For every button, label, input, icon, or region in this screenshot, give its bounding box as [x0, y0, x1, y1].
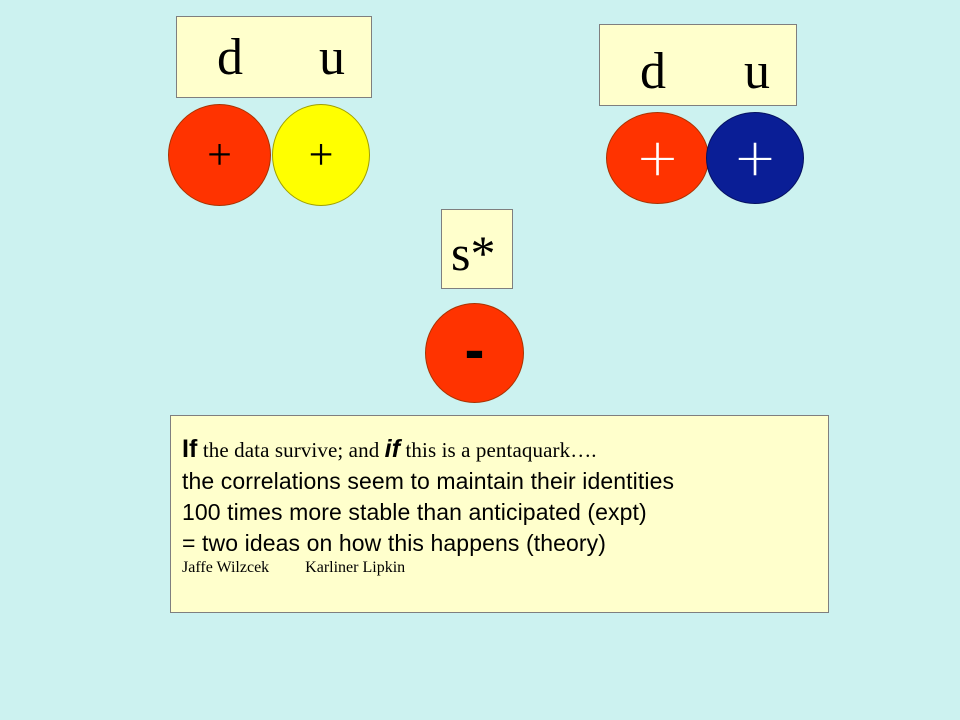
explanation-line-1: If the data survive; and if this is a pe… — [182, 434, 828, 466]
left-quark-label-box: d u — [176, 16, 372, 98]
strange-quark-label: s* — [451, 225, 496, 281]
strange-charge-circle: - — [425, 303, 524, 403]
line-1-middle: the data survive; and — [197, 438, 385, 462]
right-u-quark-label: u — [744, 43, 770, 100]
explanation-text-box: If the data survive; and if this is a pe… — [170, 415, 829, 613]
right-d-charge-circle: + — [606, 112, 709, 204]
left-d-quark-label: d — [217, 29, 243, 86]
left-d-charge: + — [207, 130, 232, 179]
credit-karliner-lipkin: Karliner Lipkin — [305, 559, 406, 576]
line-1-end: this is a pentaquark…. — [400, 438, 597, 462]
right-u-charge-circle: + — [706, 112, 804, 204]
right-d-charge: + — [635, 128, 680, 188]
left-u-charge-circle: + — [272, 104, 370, 206]
right-quark-label-box: d u — [599, 24, 797, 106]
explanation-line-4: = two ideas on how this happens (theory) — [182, 530, 606, 556]
credit-jaffe-wilzcek: Jaffe Wilzcek — [182, 559, 270, 576]
left-u-quark-label: u — [319, 29, 345, 86]
left-u-charge: + — [308, 130, 334, 179]
left-d-charge-circle: + — [168, 104, 271, 206]
if-emphasis-1: If — [182, 435, 198, 463]
right-d-quark-label: d — [640, 43, 666, 100]
strange-quark-label-box: s* — [441, 209, 513, 289]
explanation-line-3: 100 times more stable than anticipated (… — [182, 499, 647, 525]
right-u-charge: + — [733, 128, 777, 188]
explanation-line-2: the correlations seem to maintain their … — [182, 468, 675, 494]
strange-charge: - — [464, 316, 485, 383]
if-emphasis-2: if — [384, 435, 401, 463]
credits-line: Jaffe Wilzcek Karliner Lipkin — [182, 559, 828, 577]
